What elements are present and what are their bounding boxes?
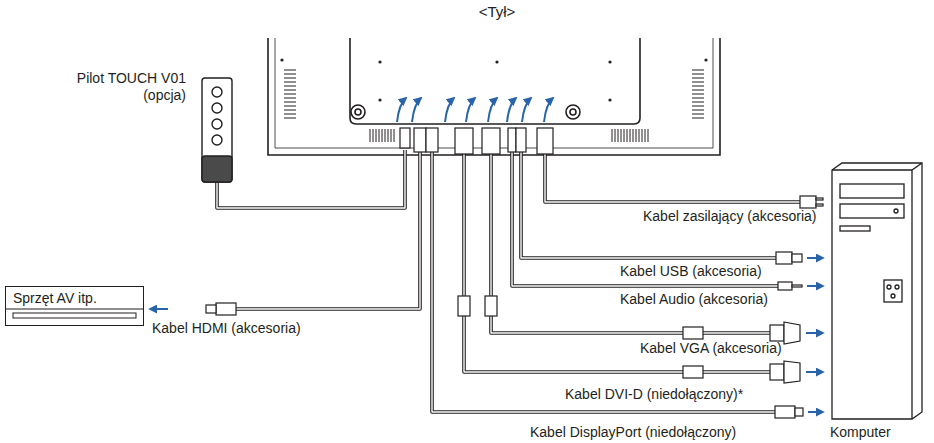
device-label: Sprzęt AV itp. [6, 287, 143, 307]
cable-label: Kabel DisplayPort (niedołączony) [530, 424, 736, 441]
accessory-label: Pilot TOUCH V01 (opcja) [58, 70, 186, 104]
cable-label: Kabel VGA (akcesoria) [640, 340, 782, 357]
monitor-back [268, 38, 720, 155]
cable-core [217, 150, 800, 412]
cable-label: Kabel HDMI (akcesoria) [152, 320, 301, 337]
av-device: Sprzęt AV itp. [5, 286, 144, 326]
view-title: <Tył> [479, 3, 516, 20]
cable-plugs [206, 196, 823, 418]
cable-label: Kabel DVI-D (niedołączony)* [565, 386, 743, 403]
computer-tower: Komputer [826, 160, 926, 442]
device-caption: Komputer [830, 424, 891, 441]
cable-label: Kabel Audio (akcesoria) [620, 291, 768, 308]
cable-label: Kabel USB (akcesoria) [620, 263, 762, 280]
tower-outline [826, 160, 926, 422]
remote-control [202, 78, 232, 182]
cable-outline [217, 150, 800, 412]
disc-slot [13, 313, 136, 318]
direction-arrows [150, 98, 823, 412]
panel-line [5, 308, 144, 309]
screw-dots [280, 58, 707, 101]
cable-label: Kabel zasilający (akcesoria) [643, 208, 817, 225]
